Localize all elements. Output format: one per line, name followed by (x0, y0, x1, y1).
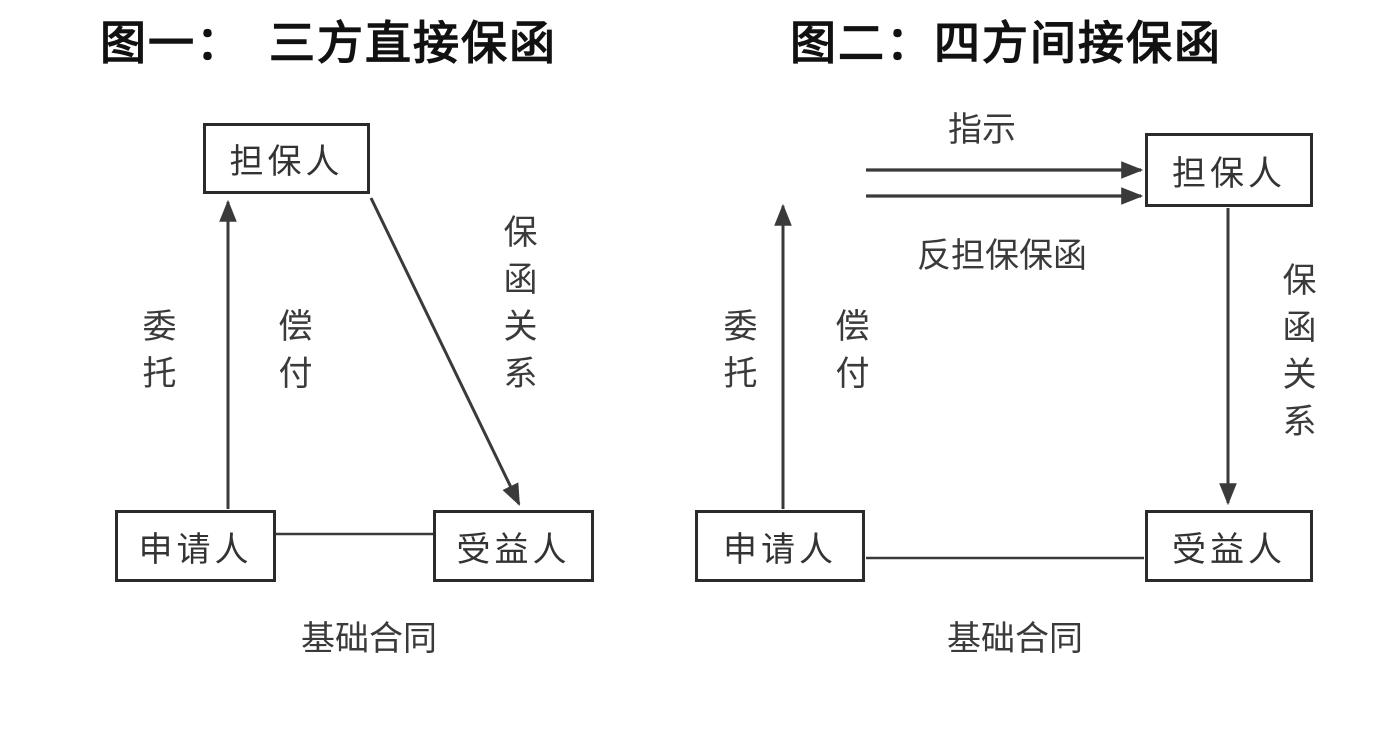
label-instruction-2: 指示 (948, 112, 1016, 149)
label-entrust-2: 委托 (718, 308, 755, 402)
arrow-guarantor-to-beneficiary-1 (369, 197, 521, 506)
label-reimburse-1: 偿付 (273, 308, 310, 402)
node-beneficiary-2-label: 受益人 (1172, 531, 1286, 569)
diagram2-arrows (774, 161, 1237, 560)
node-beneficiary-1: 受益人 (433, 510, 594, 582)
diagram1-arrows (219, 197, 521, 536)
label-reimburse-2: 偿付 (830, 308, 867, 402)
node-guarantor-1: 担保人 (203, 123, 370, 194)
node-applicant-1: 申请人 (115, 510, 276, 582)
node-applicant-1-label: 申请人 (138, 531, 253, 569)
label-guarantee-relation-1: 保函关系 (498, 214, 535, 402)
label-base-contract-1: 基础合同 (301, 621, 437, 658)
diagram2-title: 图二：四方间接保函 (790, 17, 1222, 69)
node-guarantor-2-label: 担保人 (1172, 155, 1286, 193)
label-entrust-1: 委托 (137, 308, 174, 402)
label-guarantee-relation-2: 保函关系 (1277, 262, 1314, 450)
label-counter-guarantee-2: 反担保保函 (917, 238, 1087, 275)
node-guarantor-1-label: 担保人 (229, 144, 344, 181)
node-beneficiary-2: 受益人 (1145, 510, 1313, 582)
node-beneficiary-1-label: 受益人 (456, 531, 571, 569)
node-applicant-2-label: 申请人 (723, 531, 837, 569)
node-guarantor-2: 担保人 (1145, 133, 1313, 207)
node-applicant-2: 申请人 (695, 510, 865, 582)
label-base-contract-2: 基础合同 (947, 621, 1083, 658)
diagram1-title: 图一： 三方直接保函 (100, 17, 557, 69)
